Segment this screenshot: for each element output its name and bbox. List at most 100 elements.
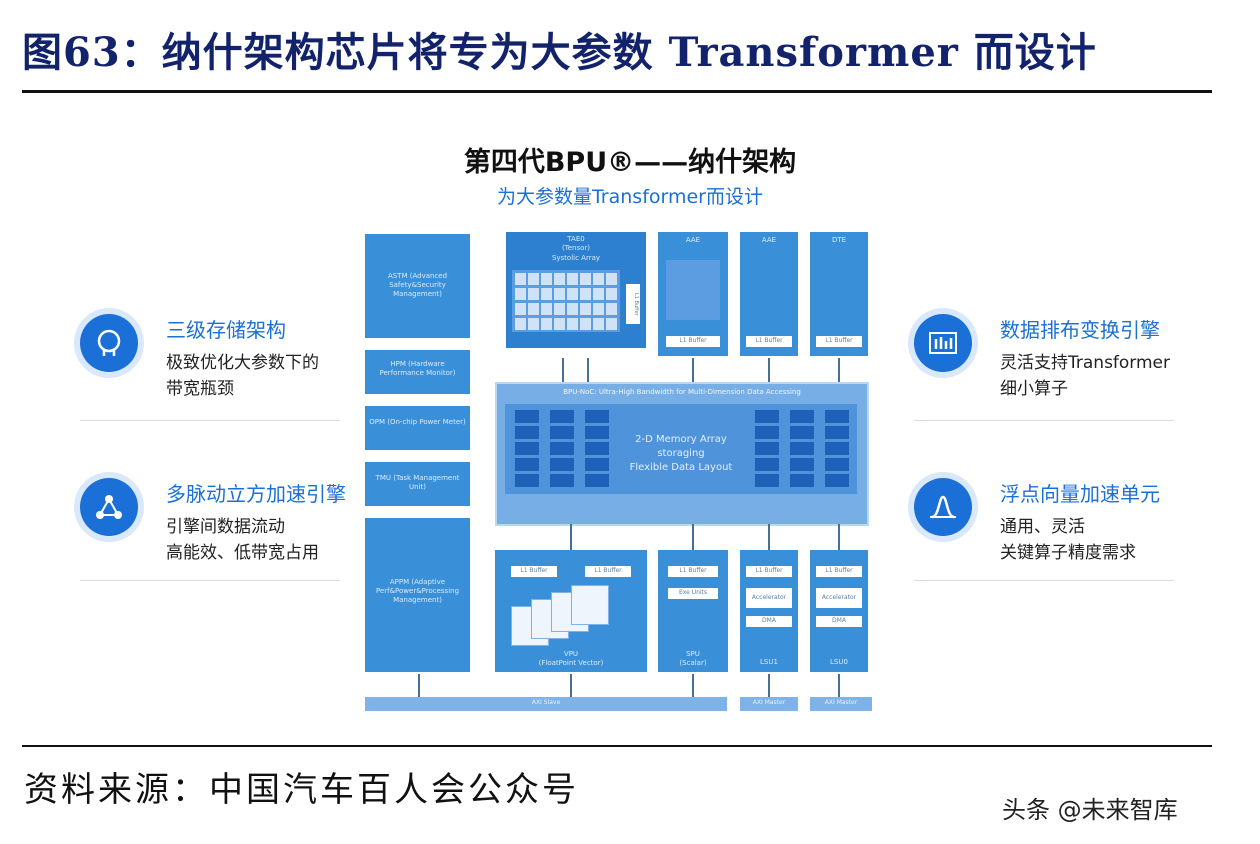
- divider: [914, 580, 1174, 581]
- l1-buffer: L1 Buffer: [666, 336, 720, 347]
- accelerator: Accelerator: [746, 588, 792, 608]
- memory-label: storaging: [657, 448, 705, 459]
- pe-cell: [580, 318, 591, 330]
- feature-title: 浮点向量加速单元: [1000, 482, 1160, 506]
- memory-bank: [825, 426, 849, 439]
- astm-block: ASTM (Advanced Safety&Security Managemen…: [365, 234, 470, 338]
- pe-cell: [606, 303, 617, 315]
- feature-desc: 通用、灵活: [1000, 517, 1085, 537]
- pe-cell: [580, 273, 591, 285]
- pe-cell: [580, 288, 591, 300]
- source-note: 资料来源：中国汽车百人会公众号: [24, 770, 579, 810]
- vector-cards: [511, 584, 631, 646]
- memory-bank: [585, 410, 609, 423]
- axi-slave-bus: AXI Slave: [365, 697, 727, 711]
- memory-label: Flexible Data Layout: [629, 462, 733, 473]
- l1-buffer: L1 Buffer: [668, 566, 718, 577]
- connector: [418, 674, 420, 697]
- block-title: DTE: [831, 236, 847, 244]
- memory-bank: [790, 410, 814, 423]
- l1-buffer: L1 Buffer: [626, 284, 640, 324]
- diagram-title: 第四代BPU®——纳什架构: [463, 147, 797, 178]
- pe-cell: [528, 273, 539, 285]
- dma: DMA: [746, 616, 792, 627]
- connector: [838, 674, 840, 697]
- lsu0-block: L1 Buffer Accelerator DMA LSU0: [810, 550, 868, 672]
- divider: [80, 420, 340, 421]
- aae-block-1: AAE L1 Buffer: [658, 232, 728, 356]
- pe-cell: [606, 288, 617, 300]
- top-rule: [22, 90, 1212, 93]
- pe-cell: [515, 303, 526, 315]
- accelerator: Accelerator: [816, 588, 862, 608]
- memory-bank: [515, 442, 539, 455]
- feature-desc: 极致优化大参数下的: [166, 353, 319, 373]
- aae-block-2: AAE L1 Buffer: [740, 232, 798, 356]
- memory-bank: [585, 474, 609, 487]
- exe-units: Exe Units: [668, 588, 718, 599]
- memory-bank: [790, 442, 814, 455]
- hpm-block: HPM (Hardware Performance Monitor): [365, 350, 470, 394]
- spu-block: L1 Buffer Exe Units SPU (Scalar): [658, 550, 728, 672]
- memory-bank: [585, 442, 609, 455]
- dma: DMA: [816, 616, 862, 627]
- dte-block: DTE L1 Buffer: [810, 232, 868, 356]
- block-label: LSU1: [760, 658, 778, 666]
- memory-bank: [755, 426, 779, 439]
- pe-cell: [606, 318, 617, 330]
- block-sub: (FloatPoint Vector): [538, 659, 604, 667]
- pe-cell: [567, 303, 578, 315]
- memory-bank: [550, 474, 574, 487]
- connector: [768, 524, 770, 550]
- vpu-block: L1 Buffer L1 Buffer VPU (FloatPoint Vect…: [495, 550, 647, 672]
- block-sub: (Scalar): [679, 659, 707, 667]
- feature-desc: 高能效、低带宽占用: [166, 543, 319, 563]
- l1-buffer: L1 Buffer: [816, 566, 862, 577]
- memory-bank: [755, 442, 779, 455]
- brain-icon: [80, 314, 138, 372]
- memory-bank: [825, 442, 849, 455]
- pe-cell: [528, 318, 539, 330]
- block-label: SPU: [686, 650, 700, 658]
- diagram-subtitle: 为大参数量Transformer而设计: [496, 186, 763, 208]
- pe-cell: [593, 303, 604, 315]
- pe-cell: [554, 273, 565, 285]
- connector: [587, 358, 589, 382]
- memory-bank: [790, 474, 814, 487]
- memory-bank: [515, 474, 539, 487]
- pe-cell: [606, 273, 617, 285]
- feature-desc: 带宽瓶颈: [166, 379, 234, 399]
- block-title: AAE: [685, 236, 701, 244]
- memory-bank: [755, 474, 779, 487]
- connector: [838, 358, 840, 382]
- block-label: VPU: [563, 650, 579, 658]
- memory-bank: [550, 426, 574, 439]
- block-label: LSU0: [830, 658, 848, 666]
- connector: [768, 358, 770, 382]
- memory-bank: [825, 458, 849, 471]
- l1-buffer: L1 Buffer: [585, 566, 631, 577]
- opm-block: OPM (On-chip Power Meter): [365, 406, 470, 450]
- memory-bank: [550, 442, 574, 455]
- curve-icon: [914, 478, 972, 536]
- pe-cell: [580, 303, 591, 315]
- connector: [838, 524, 840, 550]
- l1-buffer: L1 Buffer: [816, 336, 862, 347]
- connector: [692, 358, 694, 382]
- memory-bank: [515, 458, 539, 471]
- pe-cell: [528, 303, 539, 315]
- feature-desc: 引擎间数据流动: [166, 517, 285, 537]
- block-label: HPM (Hardware Performance Monitor): [379, 360, 456, 377]
- divider: [80, 580, 340, 581]
- memory-bank: [755, 458, 779, 471]
- feature-desc: 细小算子: [1000, 379, 1068, 399]
- axi-master-bus-0: AXI Master: [810, 697, 872, 711]
- memory-bank: [825, 474, 849, 487]
- pe-cell: [515, 288, 526, 300]
- memory-label: 2-D Memory Array: [635, 434, 727, 445]
- divider: [914, 420, 1174, 421]
- network-icon: [80, 478, 138, 536]
- appm-block: APPM (Adaptive Perf&Power&Processing Man…: [365, 518, 470, 672]
- feature-title: 多脉动立方加速引擎: [166, 482, 346, 506]
- block-label: TMU (Task Management Unit): [375, 474, 460, 491]
